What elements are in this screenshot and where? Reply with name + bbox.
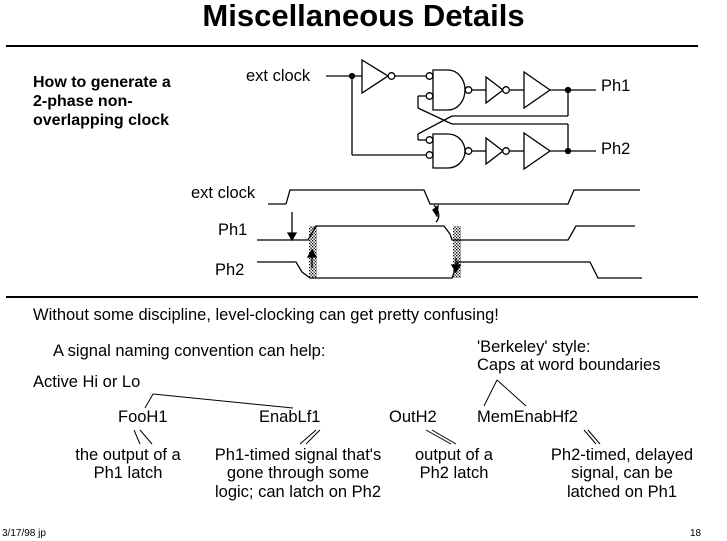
example-name-fooh1: FooH1	[118, 408, 168, 426]
footer-date-author: 3/17/98 jp	[2, 528, 46, 539]
ph2-inverter-2	[523, 131, 552, 171]
example-desc-memenabhf2-line-2: signal, can be	[571, 464, 673, 482]
active-hi-lo-label: Active Hi or Lo	[33, 373, 141, 391]
input-inverter-bubble	[387, 72, 396, 80]
nand-top-output-bubble	[464, 86, 473, 94]
example-name-memenabhf2: MemEnabHf2	[477, 408, 578, 426]
arrow-3	[433, 204, 440, 223]
input-inverter	[361, 58, 390, 95]
slide-title: Miscellaneous Details	[202, 0, 525, 33]
example-desc-memenabhf2-line-1: Ph2-timed, delayed	[550, 446, 694, 464]
naming-convention-text: A signal naming convention can help:	[53, 342, 326, 360]
ph1-wave	[257, 225, 635, 241]
example-desc-enablf1-line-3: logic; can latch on Ph2	[214, 483, 382, 501]
ph1-inverter-2	[523, 70, 552, 110]
example-desc-enablf1-line-2: gone through some	[226, 464, 370, 482]
discipline-intro: Without some discipline, level-clocking …	[33, 306, 499, 324]
page-number: 18	[690, 528, 702, 539]
ph1-inverter-1	[485, 75, 505, 105]
ext-clock-wave	[285, 189, 640, 205]
example-desc-fooh1-line-2: Ph1 latch	[93, 464, 163, 482]
section-divider	[6, 296, 698, 298]
nand-gate-bottom	[432, 133, 466, 169]
circuit-output-ph1: Ph1	[601, 77, 631, 95]
ph2-inverter-1	[485, 136, 505, 166]
timing-label-ext-clock: ext clock	[191, 184, 256, 202]
nonoverlap-gap-2	[453, 226, 461, 278]
timing-diagram	[257, 189, 642, 279]
timing-label-ph2: Ph2	[215, 261, 245, 279]
title-divider	[6, 45, 698, 47]
example-desc-fooh1-line-1: the output of a	[75, 446, 181, 464]
example-desc-outh2-line-1: output of a	[415, 446, 493, 464]
nand-gate-top	[432, 69, 466, 111]
ph2-wave	[257, 261, 642, 279]
example-desc-enablf1-line-1: Ph1-timed signal that's	[214, 446, 382, 464]
example-name-outh2: OutH2	[389, 408, 437, 426]
clock-generator-circuit	[326, 58, 596, 171]
circuit-heading-line-2: 2-phase non-	[33, 93, 133, 110]
timing-label-ph1: Ph1	[218, 221, 248, 239]
circuit-heading-line-1: How to generate a	[33, 74, 171, 91]
berkeley-line-2: Caps at word boundaries	[477, 356, 661, 374]
example-desc-outh2-line-2: Ph2 latch	[419, 464, 489, 482]
example-name-enablf1: EnabLf1	[259, 408, 321, 426]
circuit-heading-line-3: overlapping clock	[33, 112, 170, 129]
circuit-output-ph2: Ph2	[601, 140, 631, 158]
example-desc-memenabhf2-line-3: latched on Ph1	[566, 483, 678, 501]
berkeley-line-1: 'Berkeley' style:	[477, 338, 591, 356]
annotation-lines	[133, 379, 601, 445]
circuit-input-label: ext clock	[246, 67, 311, 85]
nand-bottom-output-bubble	[464, 147, 473, 155]
